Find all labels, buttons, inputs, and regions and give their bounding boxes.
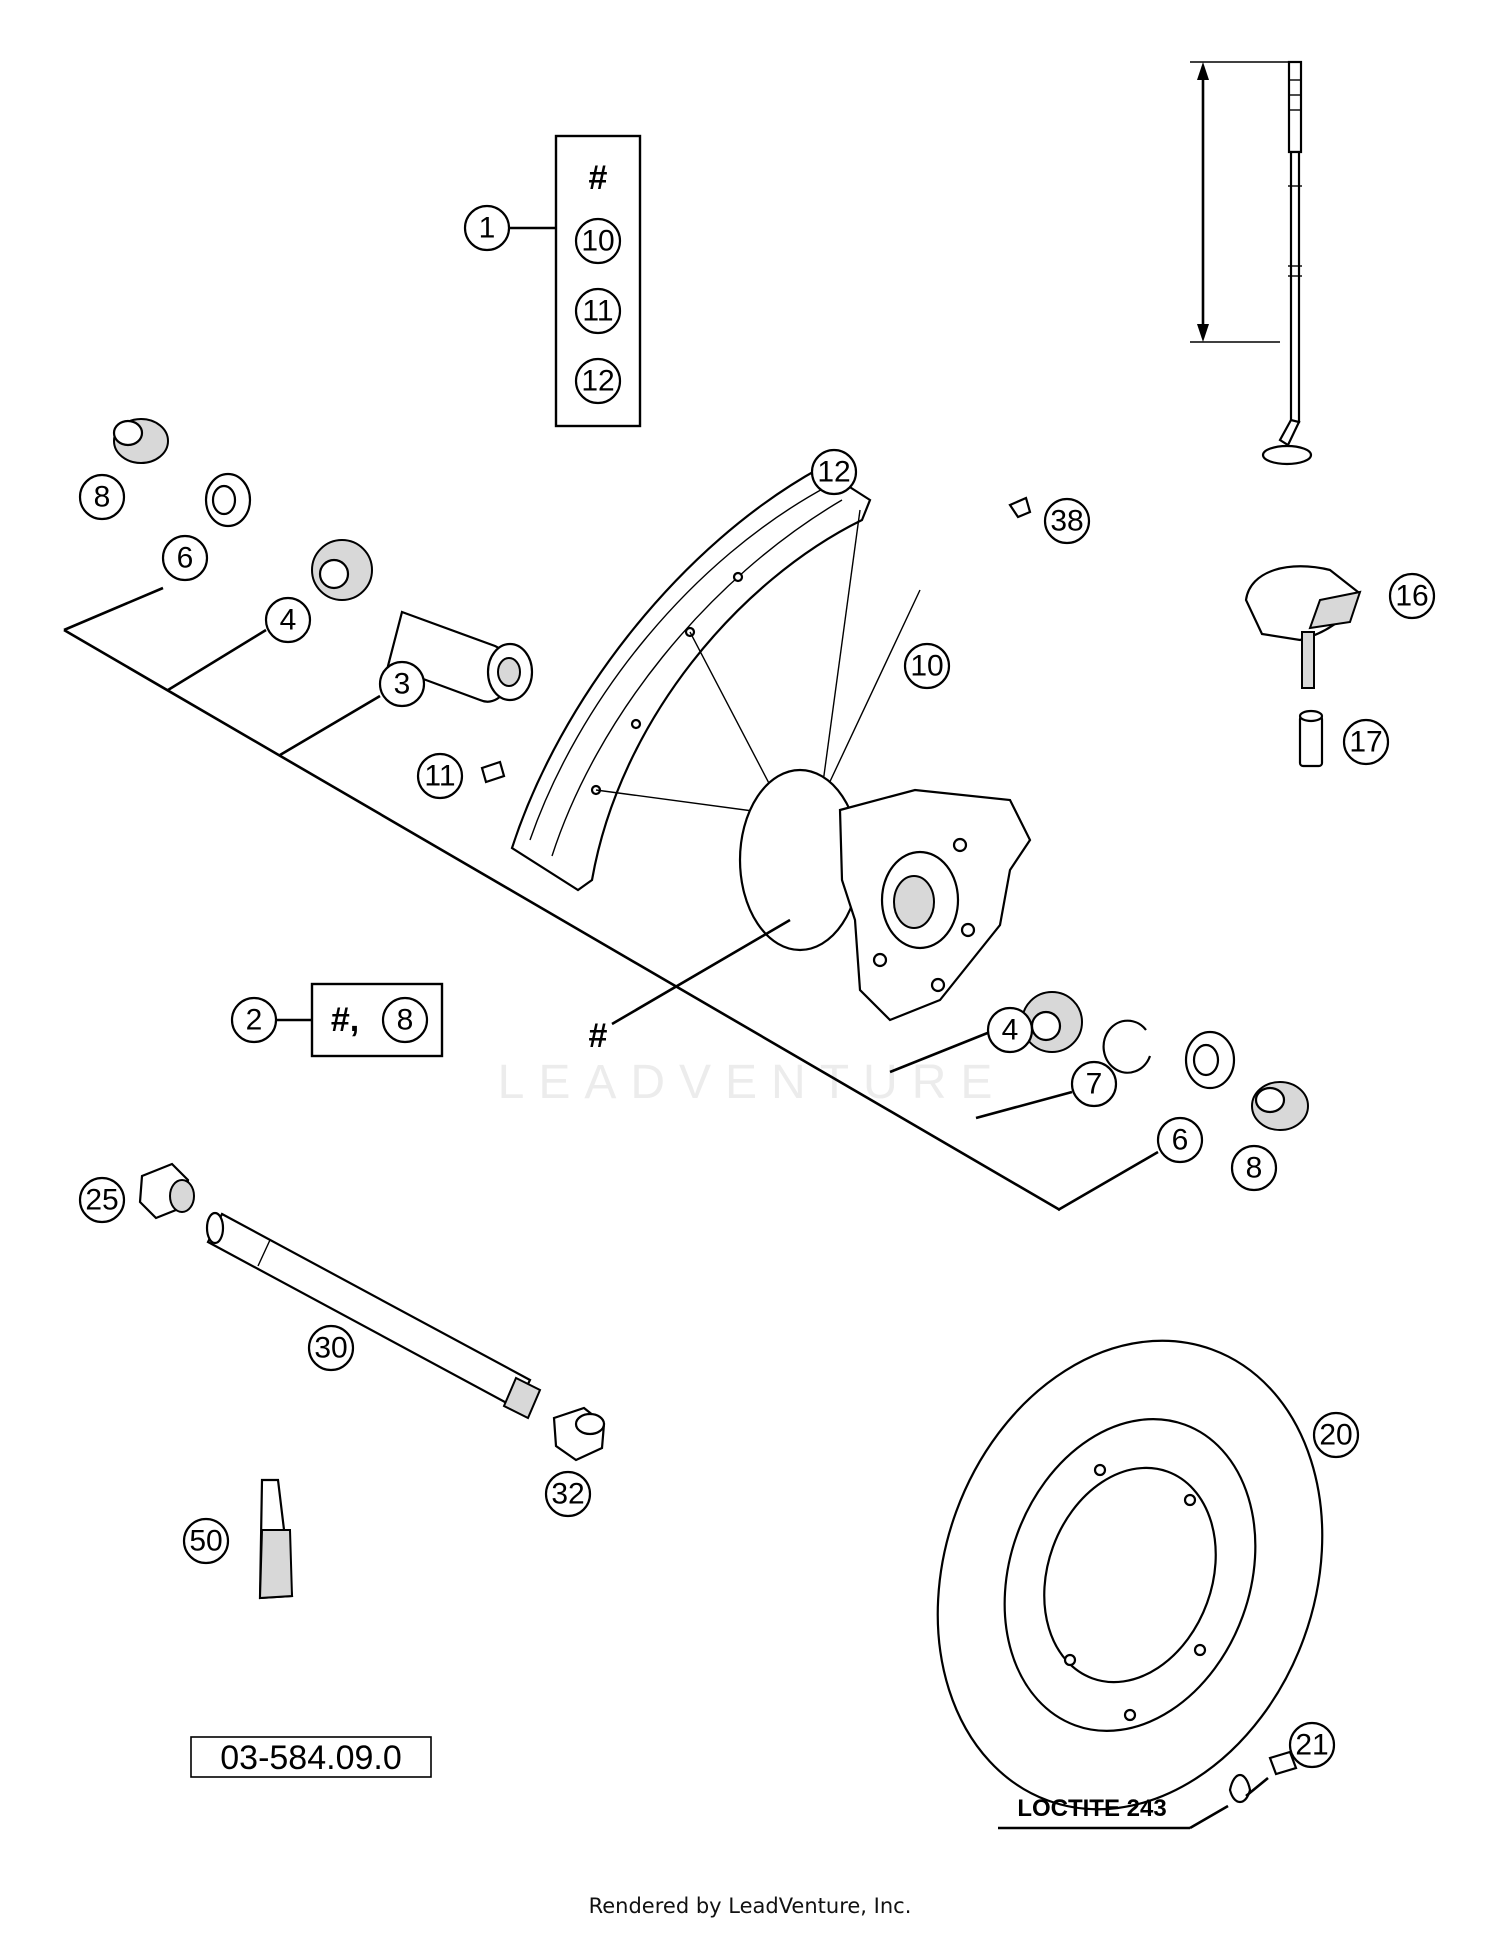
- spoke-drawing: [1190, 60, 1313, 466]
- callout-11[interactable]: 11: [424, 760, 455, 793]
- grease-tube-50: 50: [182, 1478, 294, 1600]
- assembly-leader-left: 6 4 3: [63, 534, 1061, 1212]
- kit-box-1: 1 # 10 11 12: [463, 134, 642, 428]
- brake-disc-20: 20: [936, 1339, 1360, 1811]
- spoke-nipple-11: 11: [416, 752, 506, 800]
- valve-16: 16: [1244, 565, 1436, 689]
- callout-10[interactable]: 10: [910, 650, 943, 683]
- callout-1[interactable]: 1: [479, 212, 496, 245]
- shaft-seal-6-left: [204, 472, 252, 528]
- kit2-hash: #,: [331, 1001, 359, 1039]
- kit2-item-8[interactable]: 8: [397, 1004, 414, 1037]
- axle-nut-32: 32: [544, 1406, 606, 1518]
- part-number: 03-584.09.0: [220, 1739, 402, 1777]
- callout-21[interactable]: 21: [1295, 1729, 1328, 1762]
- callout-38[interactable]: 38: [1050, 505, 1083, 538]
- wheel-hub: [738, 768, 1032, 1022]
- callout-2[interactable]: 2: [246, 1004, 263, 1037]
- callout-32[interactable]: 32: [551, 1478, 584, 1511]
- part-number-box: 03-584.09.0: [190, 1736, 432, 1778]
- callout-25[interactable]: 25: [85, 1184, 118, 1217]
- loctite-label: LOCTITE 243: [998, 1795, 1229, 1830]
- callout-8-left[interactable]: 8: [94, 481, 111, 514]
- kit-item-10[interactable]: 10: [581, 225, 614, 258]
- assembly-leader-right: 4 7 6: [889, 1006, 1204, 1212]
- footer-credit: Rendered by LeadVenture, Inc.: [588, 1894, 912, 1918]
- callout-20[interactable]: 20: [1319, 1419, 1352, 1452]
- dust-seal-8-right: 8: [1230, 1081, 1309, 1192]
- callout-8-right[interactable]: 8: [1246, 1152, 1263, 1185]
- valve-nut-17: 17: [1298, 709, 1390, 768]
- callout-3[interactable]: 3: [394, 668, 411, 701]
- hash-label-leader: #: [589, 918, 791, 1055]
- kit-item-12[interactable]: 12: [581, 365, 614, 398]
- callout-7[interactable]: 7: [1086, 1068, 1103, 1101]
- shaft-seal-6-right: [1184, 1030, 1236, 1090]
- callout-4-left[interactable]: 4: [280, 604, 297, 637]
- callout-6-left[interactable]: 6: [177, 542, 194, 575]
- watermark-text: LEADVENTURE: [498, 1056, 1007, 1109]
- circlip-7: [1102, 1019, 1152, 1074]
- callout-16[interactable]: 16: [1395, 580, 1428, 613]
- callout-17[interactable]: 17: [1349, 726, 1382, 759]
- callout-12[interactable]: 12: [817, 456, 850, 489]
- screw-21: 21: [1228, 1721, 1336, 1804]
- spacer-3: [386, 610, 534, 703]
- loctite-text: LOCTITE 243: [1017, 1795, 1166, 1822]
- axle-nut-25: 25: [78, 1162, 195, 1224]
- axle-30: 30: [205, 1211, 542, 1420]
- dust-seal-8-left: 8: [78, 418, 169, 521]
- callout-4-right[interactable]: 4: [1002, 1014, 1019, 1047]
- bearing-4-left: [311, 539, 373, 601]
- rim-12: 12: [510, 448, 872, 892]
- callout-50[interactable]: 50: [189, 1525, 222, 1558]
- callout-6-right[interactable]: 6: [1172, 1124, 1189, 1157]
- callout-30[interactable]: 30: [314, 1332, 347, 1365]
- kit-box-2: 2 #, 8: [230, 982, 444, 1058]
- kit-item-hash: #: [589, 159, 608, 197]
- kit-item-11[interactable]: 11: [582, 295, 613, 328]
- hash-callout: #: [589, 1017, 608, 1055]
- plug-38: 38: [1008, 496, 1091, 545]
